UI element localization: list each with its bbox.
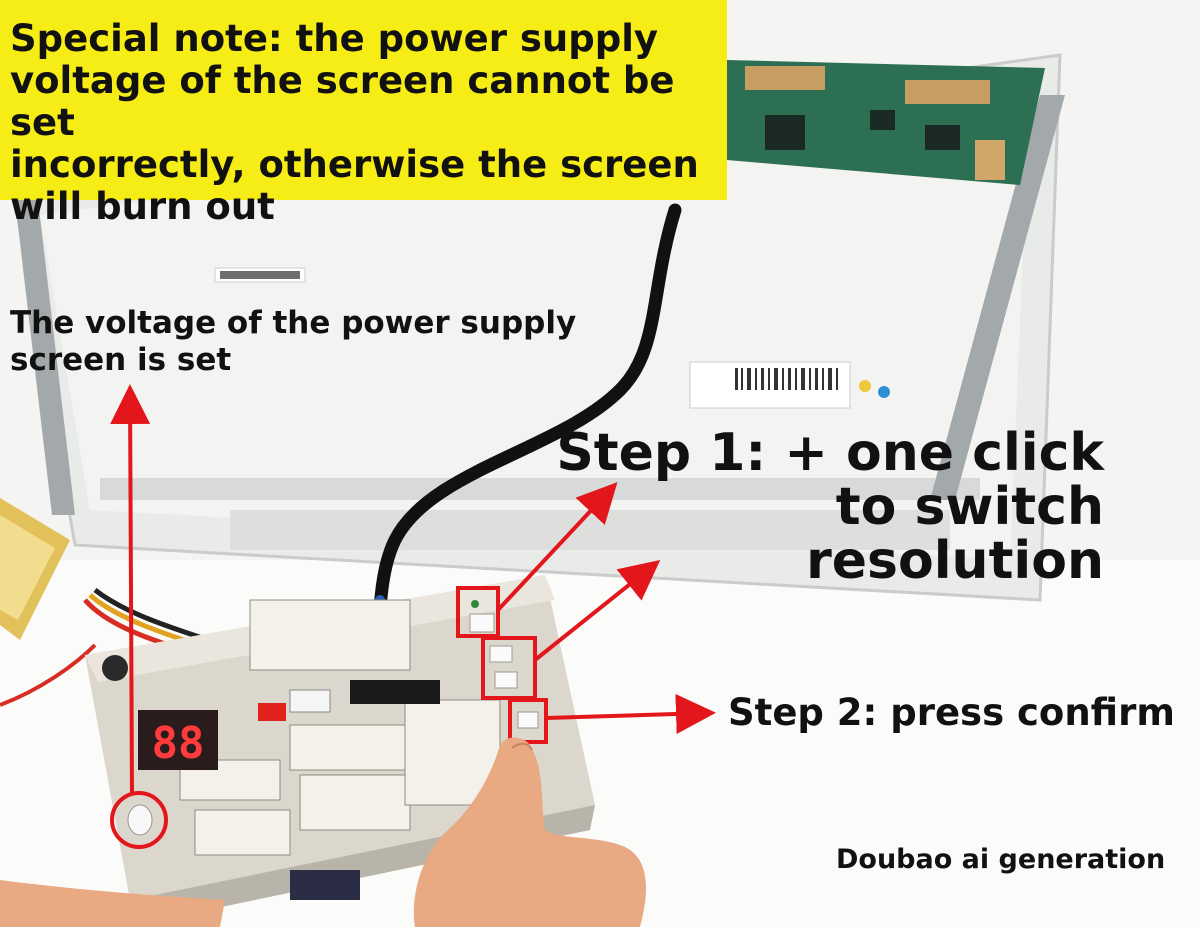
arrow-to-voltage-label xyxy=(110,384,151,796)
circuit-board xyxy=(727,60,1045,185)
plus-button[interactable] xyxy=(456,586,500,638)
step1-label: Step 1: + one click to switch resolution xyxy=(556,423,1104,591)
voltage-set-label: The voltage of the power supply screen i… xyxy=(10,305,577,378)
inverter-board xyxy=(0,498,70,640)
barcode-label xyxy=(214,267,890,409)
arrow-to-step1-b xyxy=(533,560,661,662)
special-note-banner: Special note: the power supply voltage o… xyxy=(0,0,727,228)
power-voltage-button[interactable] xyxy=(110,791,168,849)
annotation-arrows xyxy=(110,384,716,796)
confirm-button[interactable] xyxy=(508,698,548,744)
arrow-to-step1-a xyxy=(496,482,618,612)
led-display-value: 88 xyxy=(152,718,205,769)
lvds-cable xyxy=(372,203,682,667)
pressing-hand xyxy=(0,737,646,927)
watermark: Doubao ai generation xyxy=(836,844,1166,875)
special-note-text: Special note: the power supply voltage o… xyxy=(10,17,699,228)
arrow-to-step2 xyxy=(545,693,716,734)
step2-label: Step 2: press confirm xyxy=(728,691,1175,734)
led-display: 88 xyxy=(138,710,218,770)
